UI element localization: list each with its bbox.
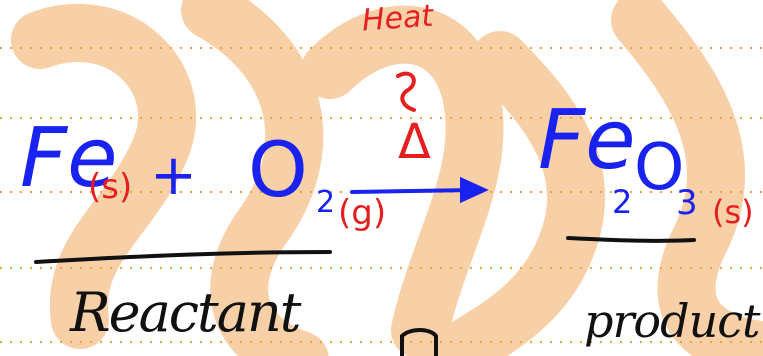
reactant-oxygen-subscript: 2 xyxy=(316,185,336,220)
product-state: (s) xyxy=(712,193,754,231)
heat-label: Heat xyxy=(360,0,435,39)
reactant-label: Reactant xyxy=(70,281,301,344)
product-label: product xyxy=(584,294,760,348)
product-oxygen-subscript: 3 xyxy=(676,183,698,223)
product-oxygen-formula: O xyxy=(634,131,685,205)
reaction-arrow xyxy=(350,176,489,204)
product-iron-subscript: 2 xyxy=(612,183,633,221)
delta-heat-symbol: Δ xyxy=(398,114,431,170)
reactant-oxygen-state: (g) xyxy=(338,193,387,233)
partial-sketch xyxy=(400,328,438,356)
reactant-iron-state: (s) xyxy=(88,167,133,207)
heat-pointer-squiggle xyxy=(396,71,416,112)
product-underline xyxy=(566,236,696,243)
reactant-oxygen-formula: O xyxy=(248,125,308,214)
plus-sign: + xyxy=(150,143,197,208)
product-iron-formula: Fe xyxy=(538,93,636,188)
reactant-iron-formula: Fe xyxy=(20,111,118,206)
reactant-underline xyxy=(34,250,332,264)
